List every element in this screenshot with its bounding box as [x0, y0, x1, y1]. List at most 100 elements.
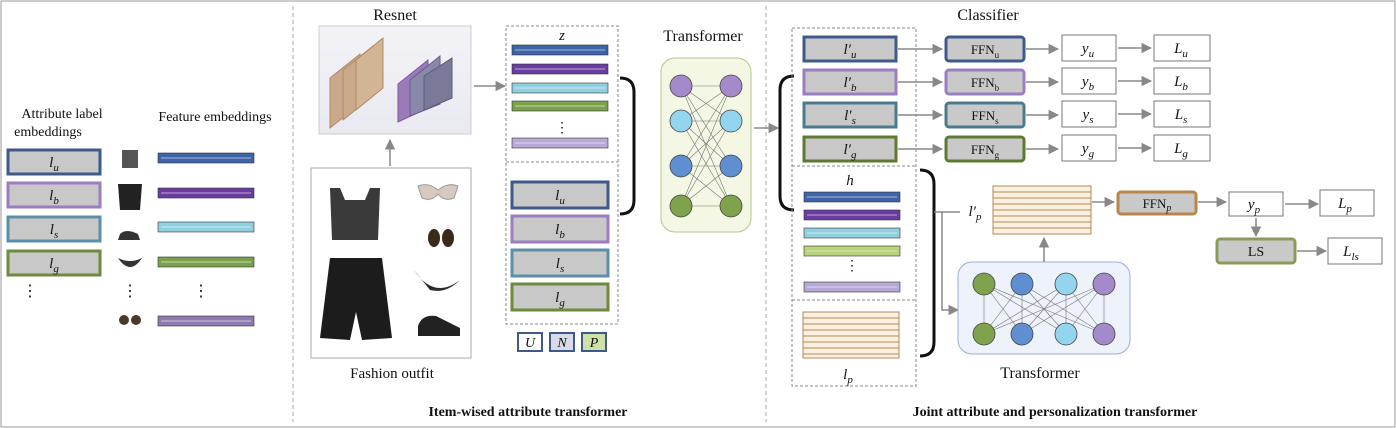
- left-label-u-box: [6, 148, 102, 176]
- mid-label-b-box: [510, 214, 610, 244]
- L-g-box: [1153, 134, 1211, 162]
- ffn-s-label-sub: s: [995, 116, 999, 126]
- left-label-b-label-sub: b: [53, 195, 59, 207]
- ffn-s-label-base: FFN: [971, 108, 995, 123]
- token-2-label: P: [589, 336, 599, 351]
- left-label-b-box: [6, 181, 102, 209]
- mid-label-g-label-base: l: [555, 290, 559, 306]
- ffn-u-label: FFNu: [971, 42, 1000, 60]
- left-label-g-label-sub: g: [53, 263, 59, 275]
- ffn-b-label-sub: b: [995, 83, 1000, 93]
- Lp-box: [1319, 189, 1375, 217]
- ffn-p-label: FFNp: [1143, 196, 1172, 214]
- left-label-b-label: lb: [49, 188, 59, 207]
- left-label-s-label-sub: s: [54, 229, 58, 241]
- thumb-earring-left: [119, 315, 129, 325]
- y-u-box: [1061, 34, 1117, 62]
- L-b-label-sub: b: [1182, 81, 1188, 93]
- Lls-box: [1327, 237, 1383, 265]
- left-label-s-label: ls: [50, 222, 58, 241]
- fashion-outfit-items: [320, 184, 460, 340]
- L-s-label-base: L: [1174, 107, 1183, 123]
- ffn-s-box: [944, 101, 1026, 129]
- ffn-b-label-base: FFN: [971, 75, 995, 90]
- y-s-box: [1061, 100, 1117, 128]
- token-1-label: N: [556, 336, 567, 351]
- thumb-top: [122, 150, 138, 168]
- lp-matrix: [802, 311, 900, 359]
- right-tf-node-top-1: [1010, 272, 1034, 296]
- lprime-s-label-base: l′: [844, 108, 852, 124]
- mid-label-s-label: ls: [556, 256, 564, 275]
- z-dots: ⋮: [555, 121, 569, 136]
- mid-label-u-box: [510, 180, 610, 210]
- thumb-dots: ⋮: [122, 283, 138, 300]
- y-g-label-sub: g: [1089, 148, 1095, 160]
- L-g-label: Lg: [1173, 141, 1188, 160]
- y-s-label: ys: [1081, 107, 1094, 126]
- bracket-to-transformer-arrow: [941, 212, 960, 316]
- y-b-box: [1061, 67, 1117, 95]
- lprime-b-label: l′b: [844, 75, 857, 94]
- mid-tf-node-0-0: [669, 74, 693, 98]
- item-thumbnails: ⋮: [118, 150, 142, 325]
- mid-label-g-label: lg: [555, 290, 565, 309]
- left-label-g-label-base: l: [49, 256, 53, 272]
- mid-tf-edge: [680, 120, 732, 207]
- h-dots: ⋮: [845, 259, 859, 274]
- token-0-label: U: [525, 336, 536, 351]
- attr-label-title-1: Attribute label: [21, 107, 102, 122]
- classifier-title: Classifier: [957, 7, 1019, 24]
- outfit-earring-left: [428, 229, 440, 247]
- attr-label-title-2: embeddings: [14, 125, 82, 140]
- joint-caption: Joint attribute and personalization tran…: [913, 405, 1198, 420]
- outfit-sandal: [418, 315, 460, 336]
- L-s-box: [1153, 100, 1211, 128]
- lprime-s-box: [802, 101, 898, 129]
- mid-label-u-label-base: l: [555, 188, 559, 204]
- right-tf-node-bottom-3: [1092, 322, 1116, 346]
- lprime-p-label: l′p: [969, 204, 982, 223]
- mid-label-g-box: [510, 282, 610, 312]
- Lls-label: Lls: [1342, 244, 1359, 263]
- mid-label-b-label-base: l: [555, 222, 559, 238]
- outfit-shorts: [320, 258, 392, 340]
- right-tf-node-top-2: [1054, 272, 1078, 296]
- ffn-s-label: FFNs: [971, 108, 999, 126]
- left-label-s-label-base: l: [50, 222, 54, 238]
- left-label-dots: ⋮: [22, 283, 38, 300]
- right-transformer-title: Transformer: [1000, 365, 1080, 382]
- y-u-label: yu: [1080, 41, 1095, 60]
- L-b-label: Lb: [1173, 74, 1188, 93]
- middle-transformer-title: Transformer: [663, 28, 743, 45]
- right-tf-node-top-3: [1092, 272, 1116, 296]
- mid-tf-edge: [680, 85, 732, 167]
- feature-embeddings-title: Feature embeddings: [158, 110, 271, 125]
- resnet-layer-3: [355, 36, 384, 112]
- mid-tf-node-0-2: [669, 154, 693, 178]
- mid-tf-edge: [680, 85, 732, 207]
- lprime-u-label: l′u: [844, 42, 857, 61]
- y-g-label: yg: [1080, 141, 1095, 160]
- lprime-b-box: [802, 68, 898, 96]
- L-s-label: Ls: [1174, 107, 1188, 126]
- ls-box: [1215, 237, 1297, 265]
- right-tf-node-bottom-0: [972, 322, 996, 346]
- L-s-label-sub: s: [1183, 114, 1187, 126]
- ls-label: LS: [1248, 245, 1264, 260]
- L-g-label-sub: g: [1182, 148, 1188, 160]
- mid-label-u-label: lu: [555, 188, 565, 207]
- lp-label: lp: [843, 367, 853, 386]
- lprime-b-label-base: l′: [844, 75, 852, 91]
- y-s-label-base: y: [1081, 107, 1090, 123]
- lprime-g-box: [802, 135, 898, 163]
- lprime-p-matrix: [992, 185, 1092, 235]
- ffn-u-label-sub: u: [995, 50, 1000, 60]
- resnet-title: Resnet: [373, 7, 417, 24]
- thumb-bag: [118, 258, 142, 267]
- y-b-label: yb: [1080, 74, 1095, 93]
- lp-matrix-box: [802, 311, 900, 359]
- left-label-g-box: [6, 249, 102, 277]
